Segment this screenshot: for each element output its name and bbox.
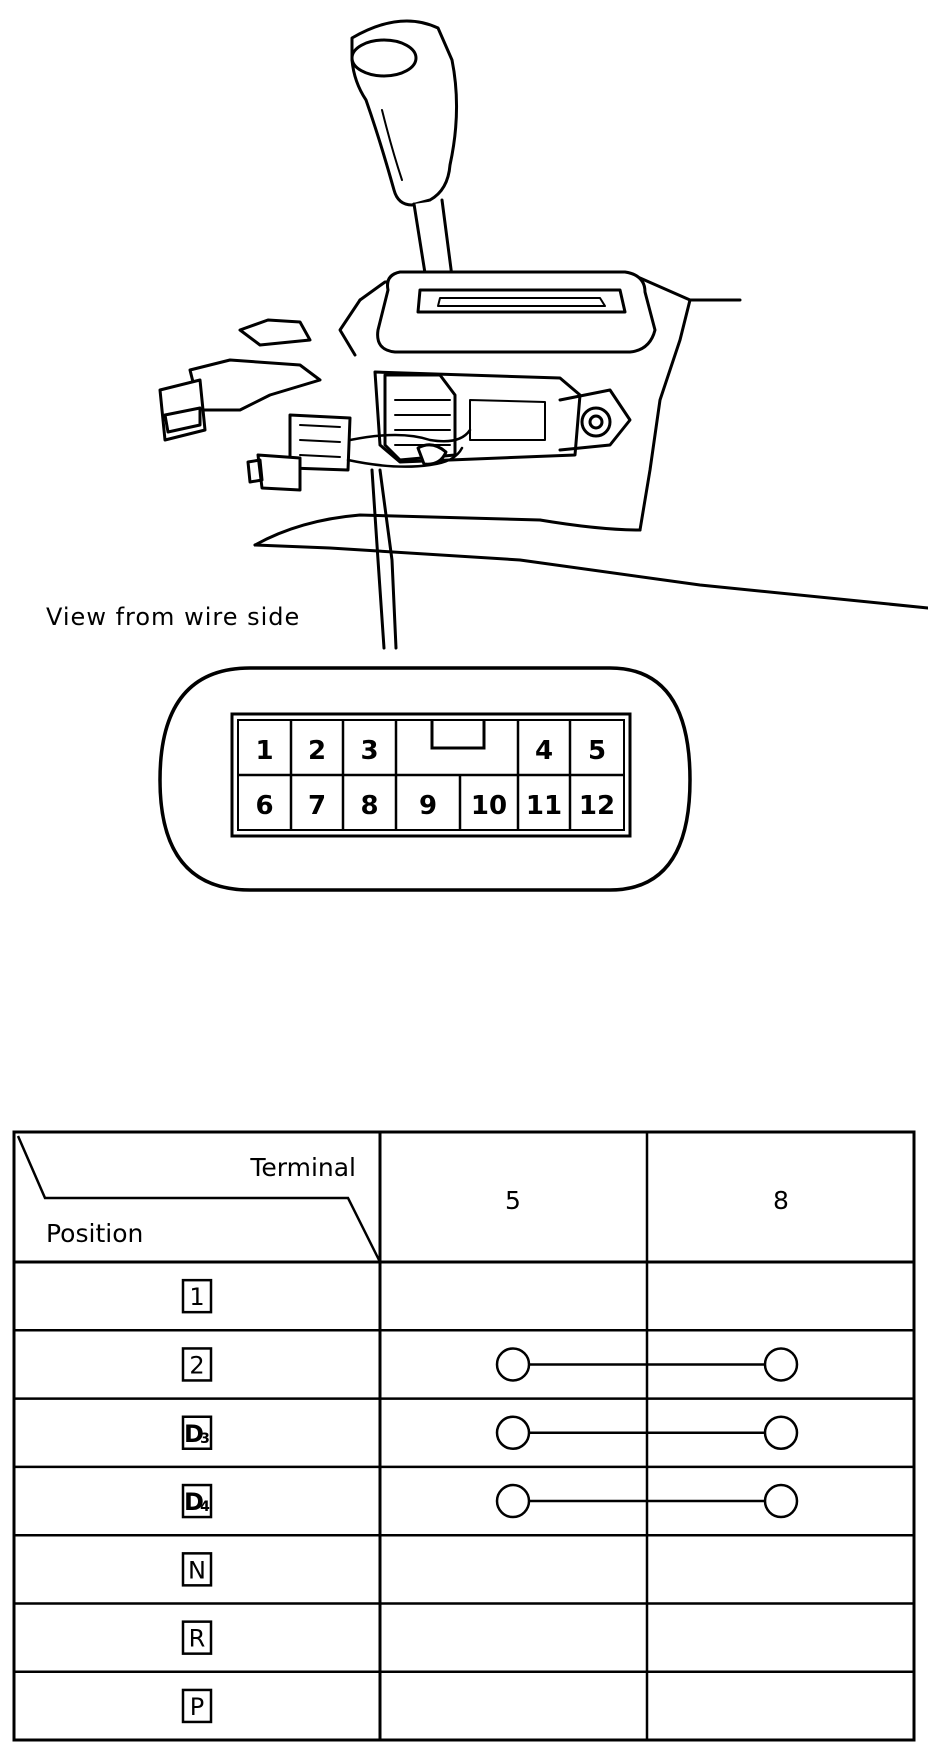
position-symbol-label: N — [188, 1556, 206, 1584]
switch-label-box — [469, 399, 546, 441]
bracket — [558, 388, 632, 452]
continuity-node-terminal-8 — [763, 1415, 799, 1450]
shift-gate-slot — [437, 297, 606, 307]
connector-terminal-8: 8 — [360, 791, 378, 821]
view-caption: View from wire side — [46, 603, 300, 631]
terminal-header-label: Terminal — [249, 1153, 356, 1182]
position-symbol-box — [181, 1688, 213, 1724]
mount-arm — [188, 358, 322, 412]
connector-terminal-9: 9 — [419, 791, 437, 821]
connector-terminal-12: 12 — [579, 791, 615, 821]
connector-terminal-3: 3 — [360, 736, 378, 766]
shift-knob-top — [350, 38, 418, 78]
console-lower-edge — [253, 543, 928, 610]
connector-terminal-11: 11 — [526, 791, 562, 821]
console-right-side — [638, 298, 692, 532]
position-symbol-label: P — [190, 1693, 204, 1721]
table-row: N — [181, 1552, 213, 1587]
shift-lever-illustration — [158, 19, 928, 650]
shift-gate-inner — [416, 288, 627, 314]
continuity-node-terminal-5 — [495, 1415, 531, 1450]
table-row: P — [181, 1688, 213, 1724]
connector-terminal-1: 1 — [255, 736, 273, 766]
continuity-node-terminal-5 — [495, 1347, 531, 1382]
position-symbol-label: R — [189, 1625, 206, 1653]
connector-terminal-4: 4 — [535, 736, 553, 766]
console-edge-left — [338, 298, 362, 357]
mount-bolt — [580, 406, 612, 438]
table-grid — [14, 1132, 914, 1741]
callout-bubble — [158, 666, 692, 892]
connector-terminal-2: 2 — [308, 736, 326, 766]
switch-housing — [373, 370, 582, 464]
console-front — [253, 513, 542, 547]
position-symbol-box — [181, 1347, 213, 1382]
position-symbol-box — [181, 1483, 213, 1519]
connector-terminal-6: 6 — [255, 791, 273, 821]
mount-plate — [238, 318, 312, 347]
connector-frame — [230, 712, 632, 838]
header-diagonal — [16, 1135, 382, 1263]
table-row: 2 — [181, 1347, 799, 1382]
position-symbol-box — [181, 1552, 213, 1587]
table-row: R — [181, 1620, 213, 1655]
position-symbol-box — [181, 1620, 213, 1655]
harness-connector-ribs — [299, 424, 341, 458]
harness-plug — [256, 453, 302, 492]
harness-plug-tab — [246, 458, 264, 484]
table-row: 1 — [181, 1278, 213, 1314]
position-symbol-label: D — [184, 1488, 204, 1516]
position-header-label: Position — [46, 1219, 143, 1248]
knob-highlight — [381, 109, 403, 181]
console-inner-curve — [538, 518, 642, 532]
table-row: D4 — [181, 1483, 799, 1519]
continuity-node-terminal-8 — [763, 1347, 799, 1382]
position-symbol-box — [181, 1278, 213, 1314]
mount-arm-tab — [163, 406, 202, 434]
wire-harness-1 — [348, 428, 472, 443]
terminal-column-5-label: 5 — [505, 1186, 521, 1215]
table-row: D3 — [181, 1415, 799, 1450]
position-symbol-subscript: 3 — [200, 1431, 210, 1447]
position-symbol-label: 1 — [189, 1283, 204, 1311]
connector-terminal-5: 5 — [588, 736, 606, 766]
continuity-node-terminal-5 — [495, 1483, 531, 1519]
position-symbol-subscript: 4 — [200, 1499, 210, 1515]
mount-bolt-center — [588, 414, 604, 430]
switch-panel-lines — [394, 399, 451, 446]
wire-clip — [416, 443, 448, 466]
connector-key-notch — [430, 720, 486, 750]
table-border — [12, 1130, 916, 1742]
connector-terminal-7: 7 — [308, 791, 326, 821]
leader-line-2 — [378, 468, 398, 650]
continuity-node-terminal-8 — [763, 1483, 799, 1519]
position-symbol-label: 2 — [189, 1351, 204, 1379]
leader-line — [370, 468, 386, 650]
connector-terminal-10: 10 — [471, 791, 507, 821]
position-symbol-box — [181, 1415, 213, 1450]
position-symbol-label: D — [184, 1420, 204, 1448]
terminal-column-8-label: 8 — [773, 1186, 789, 1215]
